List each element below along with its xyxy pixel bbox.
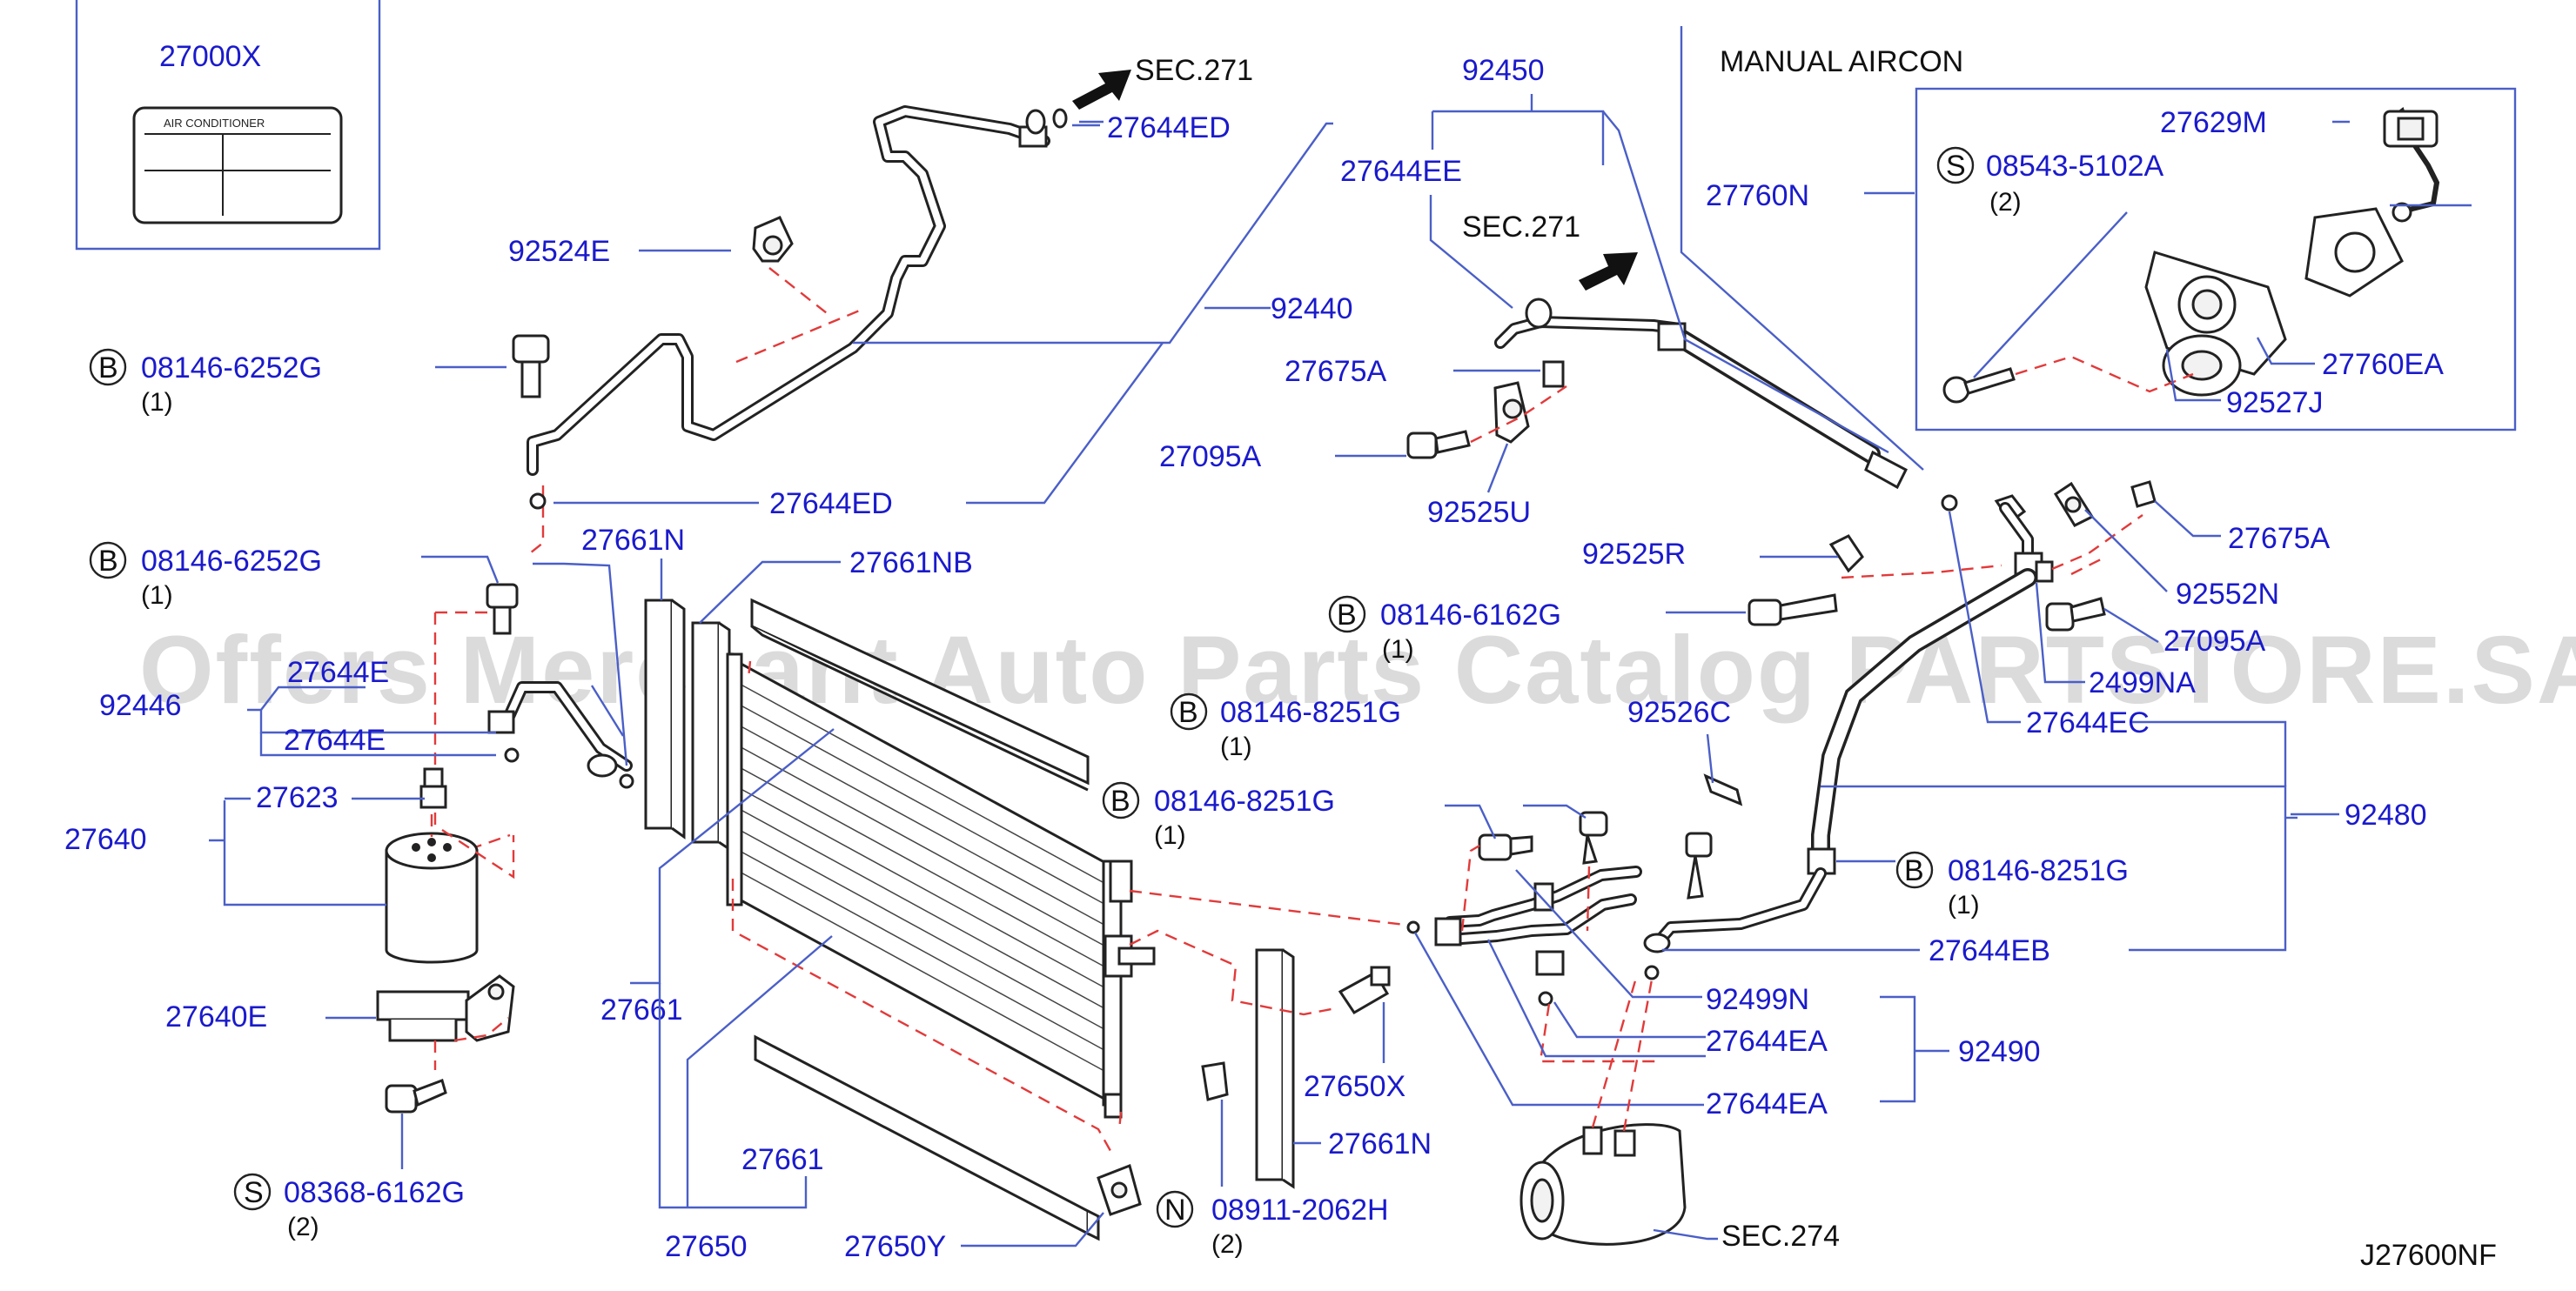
part-92527J[interactable]: 92527J: [2226, 386, 2324, 419]
part-27661N-top[interactable]: 27661N: [581, 524, 685, 557]
part-92440[interactable]: 92440: [1271, 292, 1353, 325]
sec274: SEC.274: [1721, 1220, 1840, 1253]
circle-b-4: B: [1178, 696, 1198, 729]
qty-08368-6162G: (2): [287, 1213, 319, 1241]
label-box: 27000X AIR CONDITIONER: [75, 0, 381, 251]
part-27661NB[interactable]: 27661NB: [849, 546, 973, 579]
part-08146-6162G[interactable]: 08146-6162G: [1380, 599, 1561, 632]
part-27650[interactable]: 27650: [665, 1230, 748, 1263]
label-card-header: AIR CONDITIONER: [164, 117, 265, 130]
circle-b-1: B: [98, 351, 118, 385]
screw-08543-drawing: [1942, 367, 2016, 404]
compressor-drawing: [1519, 1123, 1687, 1246]
part-27644EB[interactable]: 27644EB: [1929, 934, 2050, 967]
part-27640[interactable]: 27640: [64, 823, 147, 856]
part-2499NA[interactable]: 2499NA: [2089, 666, 2196, 699]
part-92499N[interactable]: 92499N: [1706, 983, 1809, 1016]
qty-08146-8251G-b: (1): [1154, 821, 1186, 850]
part-27629M[interactable]: 27629M: [2160, 106, 2267, 139]
circle-b-5: B: [1110, 785, 1130, 818]
part-92526C[interactable]: 92526C: [1627, 696, 1731, 729]
bolt-08368-drawing: [385, 1079, 447, 1114]
part-27000X[interactable]: 27000X: [159, 40, 261, 73]
qty-08146-8251G-a: (1): [1220, 732, 1252, 761]
part-92525R[interactable]: 92525R: [1582, 538, 1686, 571]
part-92525U[interactable]: 92525U: [1427, 496, 1531, 529]
manual-aircon-inset: MANUAL AIRCON 27629M: [1680, 26, 2517, 471]
part-27644EA-b[interactable]: 27644EA: [1706, 1087, 1828, 1120]
sec271-mid: SEC.271: [1462, 211, 1580, 244]
circle-b-2: B: [98, 545, 118, 578]
part-27644EA-a[interactable]: 27644EA: [1706, 1025, 1828, 1058]
diagram-code: J27600NF: [2360, 1239, 2497, 1272]
part-08146-8251G-b[interactable]: 08146-8251G: [1154, 785, 1335, 818]
condenser-drawing: [644, 598, 1391, 1241]
pipe-92446-drawing: [487, 681, 633, 778]
part-08146-8251G-c[interactable]: 08146-8251G: [1948, 854, 2129, 887]
part-27623[interactable]: 27623: [256, 781, 339, 814]
part-27675A-a[interactable]: 27675A: [1285, 355, 1387, 388]
pipe-92450-drawing: [1406, 298, 1908, 490]
part-27095A-b[interactable]: 27095A: [2163, 625, 2266, 658]
bolt-08146-6252G-left: [486, 583, 519, 635]
circle-s-2: S: [244, 1176, 264, 1209]
part-92524E[interactable]: 92524E: [508, 235, 610, 268]
part-27644ED-top[interactable]: 27644ED: [1107, 111, 1231, 144]
part-92552N[interactable]: 92552N: [2176, 578, 2279, 611]
sec271-top: SEC.271: [1135, 54, 1253, 87]
part-92490[interactable]: 92490: [1958, 1035, 2041, 1068]
part-92446[interactable]: 92446: [99, 689, 182, 722]
part-08146-6252G-a[interactable]: 08146-6252G: [141, 351, 322, 385]
qty-08146-6252G-b: (1): [141, 581, 173, 610]
part-08146-6252G-b[interactable]: 08146-6252G: [141, 545, 322, 578]
part-27760N[interactable]: 27760N: [1706, 179, 1809, 212]
part-27760EA[interactable]: 27760EA: [2322, 348, 2444, 381]
part-27644EE[interactable]: 27644EE: [1340, 155, 1462, 188]
circle-n-1: N: [1164, 1194, 1186, 1227]
receiver-drier-drawing: [385, 767, 479, 964]
part-27661N-bottom[interactable]: 27661N: [1328, 1127, 1432, 1161]
pipe-92490-drawing: [1406, 811, 1642, 1007]
manual-aircon-label: MANUAL AIRCON: [1720, 45, 1963, 78]
part-08368-6162G[interactable]: 08368-6162G: [284, 1176, 465, 1209]
circle-b-3: B: [1337, 599, 1357, 632]
qty-08146-6162G: (1): [1382, 635, 1414, 664]
qty-08146-6252G-a: (1): [141, 388, 173, 417]
part-27650Y[interactable]: 27650Y: [844, 1230, 946, 1263]
circle-s-1: S: [1946, 150, 1966, 183]
part-27644EC[interactable]: 27644EC: [2026, 706, 2150, 739]
part-27640E[interactable]: 27640E: [165, 1000, 267, 1033]
watermark: Offers Merchant Auto Parts Catalog PARTS…: [139, 617, 2576, 724]
qty-08911-2062H: (2): [1211, 1230, 1244, 1259]
part-27644E-a[interactable]: 27644E: [287, 656, 389, 689]
part-92480[interactable]: 92480: [2345, 799, 2427, 832]
sensor-bracket-drawing: [2144, 207, 2404, 397]
bolt-08146-6252G-top: [512, 334, 550, 398]
part-27650X[interactable]: 27650X: [1304, 1070, 1405, 1103]
part-08543-5102A[interactable]: 08543-5102A: [1986, 150, 2164, 183]
part-27644ED-mid[interactable]: 27644ED: [769, 487, 893, 520]
part-08146-8251G-a[interactable]: 08146-8251G: [1220, 696, 1401, 729]
part-27095A-a[interactable]: 27095A: [1159, 440, 1262, 473]
part-08911-2062H[interactable]: 08911-2062H: [1211, 1194, 1389, 1227]
part-92450[interactable]: 92450: [1462, 54, 1545, 87]
part-27661-b[interactable]: 27661: [741, 1143, 824, 1176]
part-27661-a[interactable]: 27661: [600, 993, 683, 1027]
circle-b-6: B: [1904, 854, 1924, 887]
qty-08543-5102A: (2): [1989, 188, 2022, 217]
pressure-switch-harness-drawing: [2383, 107, 2440, 223]
part-27644E-b[interactable]: 27644E: [284, 724, 386, 757]
part-27675A-b[interactable]: 27675A: [2228, 522, 2331, 555]
pipe-92480-drawing: [1643, 480, 2157, 980]
qty-08146-8251G-c: (1): [1948, 891, 1980, 920]
pipe-92440-drawing: [527, 105, 1068, 476]
